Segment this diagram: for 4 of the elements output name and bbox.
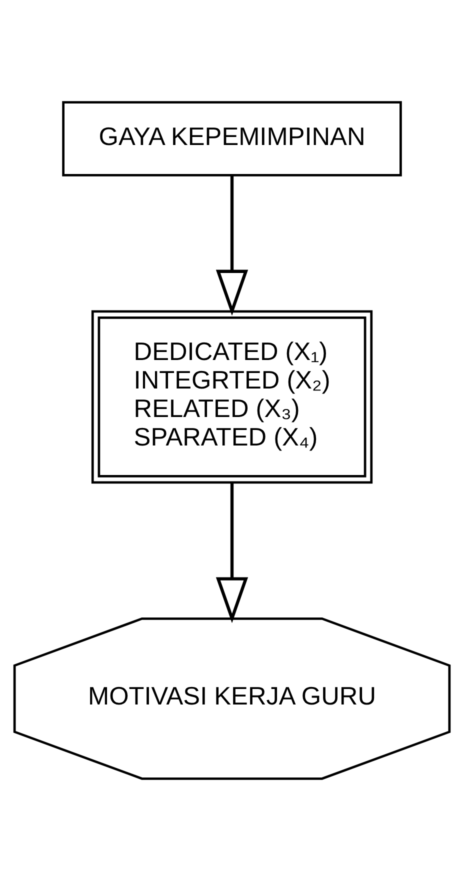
arrow: [216, 175, 248, 316]
arrow: [216, 482, 248, 624]
node-box: GAYA KEPEMIMPINAN: [62, 101, 402, 176]
node-box: DEDICATED (X₁) INTEGRTED (X₂) RELATED (X₃) SPARATED (X₄): [91, 310, 373, 484]
